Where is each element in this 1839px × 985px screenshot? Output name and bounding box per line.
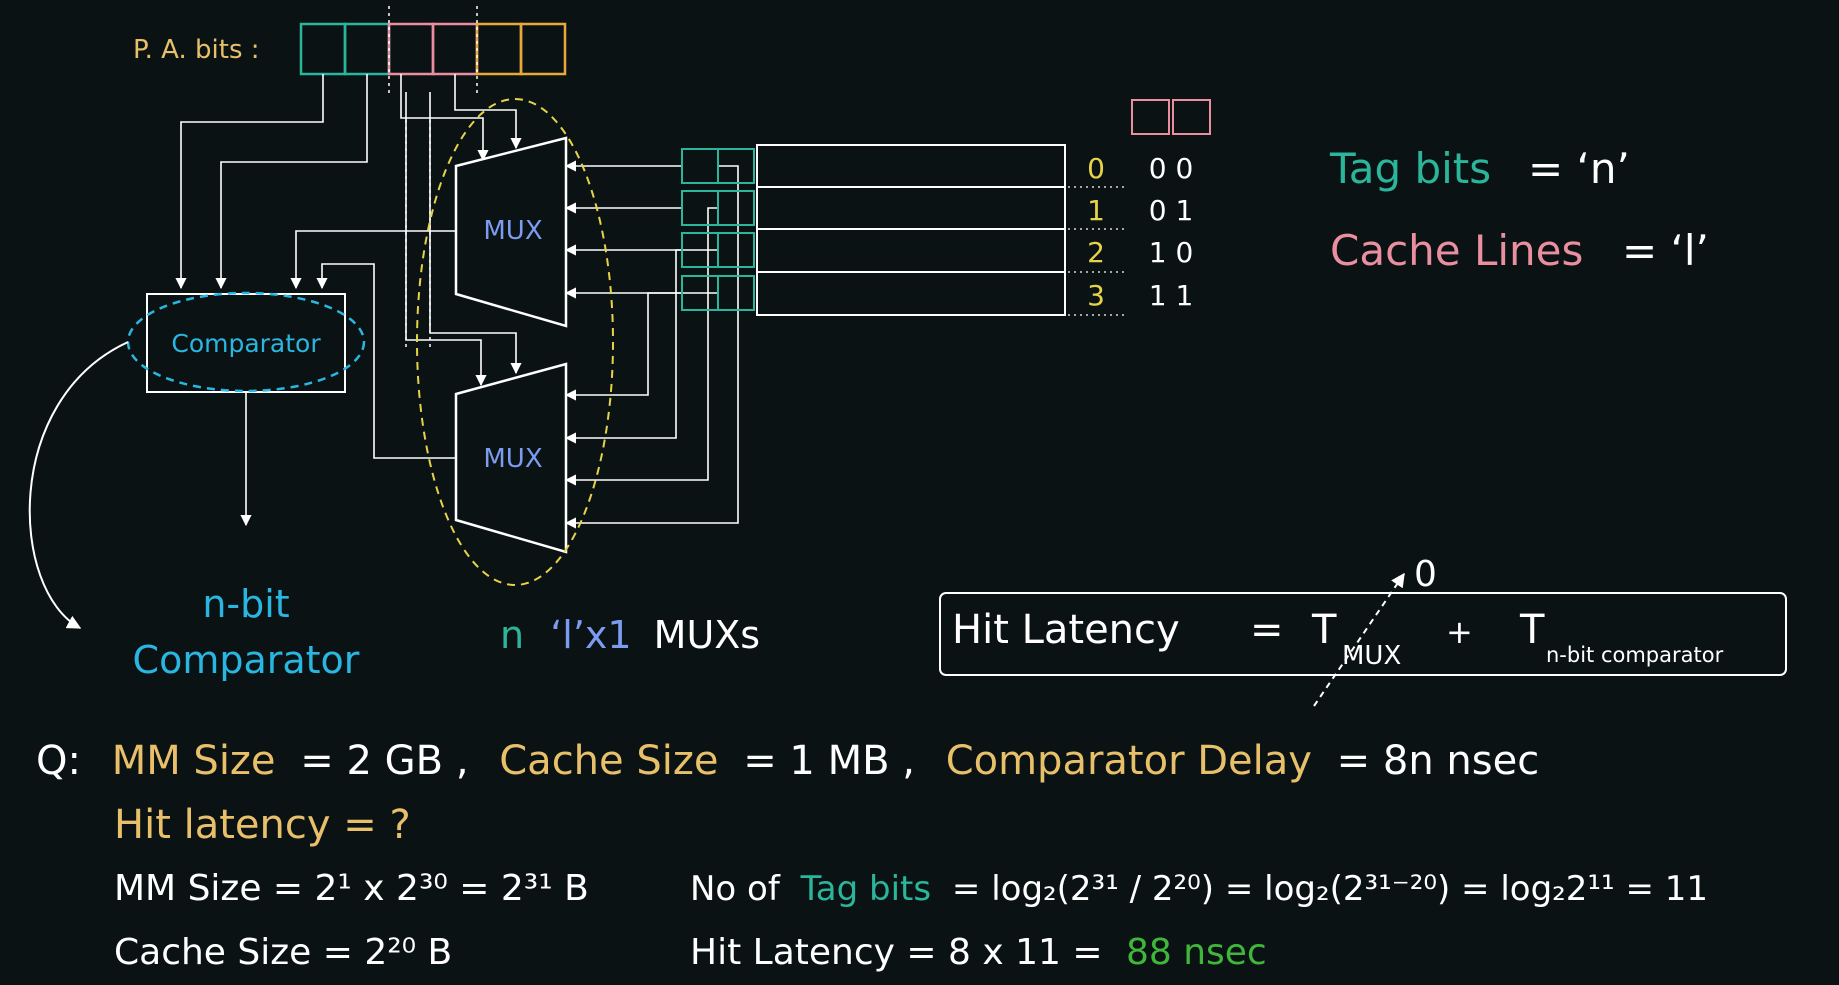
cache-line-indices: 0 0 0 1 0 1 2 1 0 3 1 1 — [1087, 152, 1193, 312]
question-mm-value: = 2 GB , — [300, 738, 468, 784]
hit-latency-t1: T — [1311, 607, 1337, 653]
solution-mm-size: MM Size = 2¹ x 2³⁰ = 2³¹ B — [114, 868, 589, 909]
hit-latency-box — [939, 592, 1787, 676]
solution-hit-answer: 88 nsec — [1126, 932, 1267, 973]
wires — [175, 74, 739, 529]
hit-latency-t2-sub: n-bit comparator — [1546, 643, 1724, 667]
solution-tag-prefix: No of — [690, 869, 781, 909]
mux-caption-rest: MUXs — [654, 613, 760, 657]
line-bits: 0 0 — [1149, 152, 1194, 185]
legend-lines-value: = ‘l’ — [1622, 226, 1709, 275]
comparator-caption-line2: Comparator — [133, 638, 360, 682]
comparator-pointer-arrow — [28, 341, 129, 629]
line-bits: 1 0 — [1149, 236, 1194, 269]
zero-note: 0 — [1414, 554, 1437, 595]
pa-bits-register — [299, 22, 567, 76]
cache-lines — [681, 99, 1211, 316]
line-index: 2 — [1087, 236, 1105, 269]
mux-caption: n ‘l’x1 MUXs — [500, 613, 760, 657]
legend-lines-label: Cache Lines — [1330, 226, 1583, 275]
solution-tag-bits: No of Tag bits = log₂(2³¹ / 2²⁰) = log₂(… — [690, 869, 1708, 909]
question-line2: Hit latency = ? — [114, 802, 411, 848]
line-index: 3 — [1087, 279, 1105, 312]
question-delay-value: = 8n nsec — [1337, 738, 1540, 784]
question-cache-value: = 1 MB , — [743, 738, 915, 784]
hit-latency-plus: + — [1446, 613, 1473, 651]
hit-latency-t2: T — [1519, 607, 1545, 653]
mux-bottom: MUX — [454, 362, 568, 554]
hit-latency-eq: = — [1250, 607, 1284, 653]
solution-cache-size: Cache Size = 2²⁰ B — [114, 932, 452, 973]
solution-hit-latency: Hit Latency = 8 x 11 = 88 nsec — [690, 932, 1267, 973]
legend-tag-label: Tag bits — [1329, 144, 1491, 193]
strike-arrow — [1313, 572, 1405, 707]
question-cache-label: Cache Size — [499, 738, 718, 784]
hit-latency-lhs: Hit Latency — [952, 607, 1180, 653]
question-line1: Q: MM Size = 2 GB , Cache Size = 1 MB , … — [36, 738, 1539, 784]
question-prefix: Q: — [36, 738, 81, 784]
mux-bottom-label: MUX — [483, 444, 542, 474]
hit-latency-t1-sub: MUX — [1342, 641, 1401, 671]
comparator-label: Comparator — [171, 329, 321, 358]
solution-tag-formula: = log₂(2³¹ / 2²⁰) = log₂(2³¹⁻²⁰) = log₂2… — [952, 869, 1708, 909]
line-bits: 0 1 — [1149, 194, 1194, 227]
mux-top-label: MUX — [483, 216, 542, 246]
mux-group-ellipse — [416, 98, 614, 586]
mux-caption-n: n — [500, 613, 524, 657]
legend-tag-value: = ‘n’ — [1528, 144, 1630, 193]
question-mm-label: MM Size — [112, 738, 276, 784]
comparator-caption-line1: n-bit — [202, 582, 289, 626]
solution-hit-prefix: Hit Latency = 8 x 11 = — [690, 932, 1103, 973]
solution-tag-label: Tag bits — [800, 869, 931, 909]
line-index: 0 — [1087, 152, 1105, 185]
line-index: 1 — [1087, 194, 1105, 227]
comparator-ellipse — [126, 291, 366, 393]
question-delay-label: Comparator Delay — [946, 738, 1312, 784]
mux-top: MUX — [454, 136, 568, 328]
line-bits: 1 1 — [1149, 279, 1194, 312]
pa-bits-label: P. A. bits : — [133, 35, 260, 65]
mux-caption-l: ‘l’x1 — [550, 613, 631, 657]
